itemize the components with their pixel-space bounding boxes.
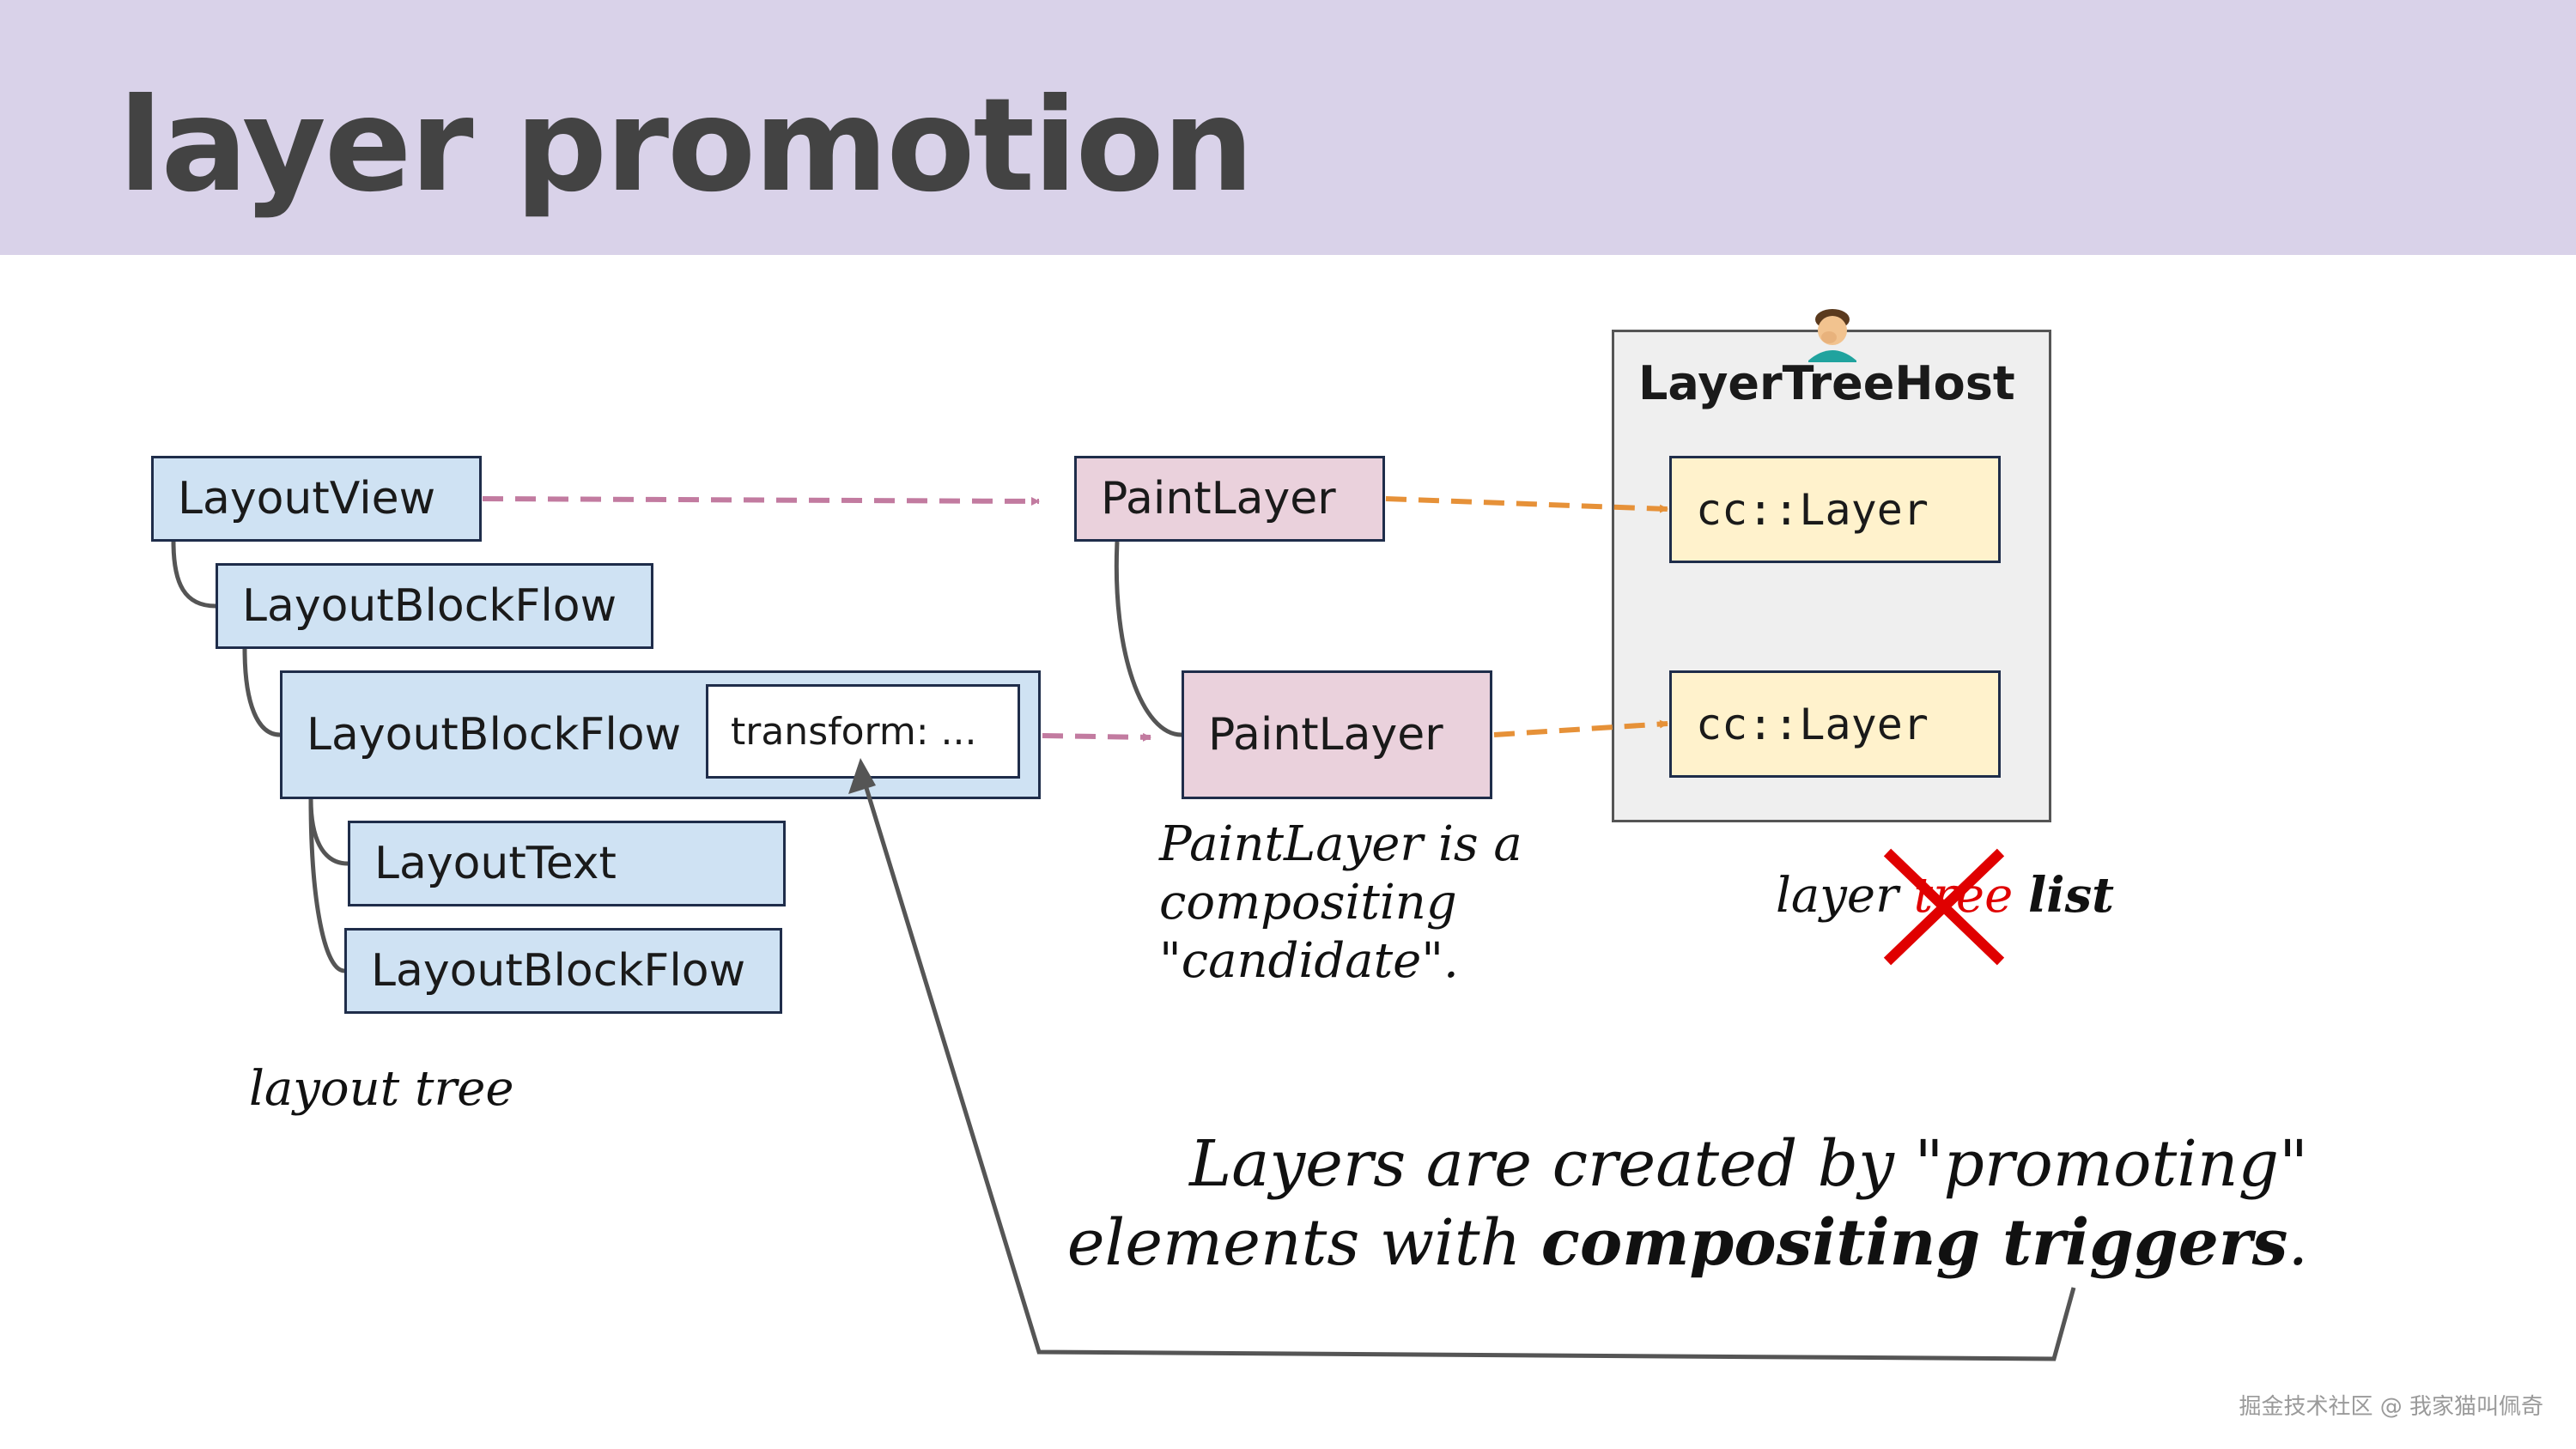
trigger-pointer-line [858,767,2076,1361]
pink-arrow-view-to-paint [482,496,1040,506]
layout-text-node: LayoutText [348,821,786,906]
header-band [0,0,2576,255]
tree-edge-blockflow-to-text [308,798,349,866]
layout-view-node: LayoutView [151,456,482,542]
tree-edge-blockflow-to-blockflow [242,648,281,737]
slide-title: layer promotion [118,71,1254,221]
paint-layer-note: PaintLayer is a compositing "candidate". [1159,815,1522,991]
tree-edge-paintlayer [1114,541,1182,737]
layout-block-flow-node-3: LayoutBlockFlow [344,928,782,1014]
paint-layer-note-line-1: PaintLayer is a [1159,816,1522,872]
orange-arrow-paint2-to-cc [1493,719,1668,737]
main-note-line-2: elements with compositing triggers. [1067,1203,2308,1282]
main-note-line-2-prefix: elements with [1066,1206,1541,1280]
paint-layer-note-line-3: "candidate". [1159,933,1459,989]
layout-tree-caption: layout tree [249,1061,514,1117]
main-note: Layers are created by "promoting" elemen… [1067,1125,2308,1282]
layer-list-note: layer tree list [1776,867,2114,924]
layout-block-flow-node-2-label: LayoutBlockFlow [307,709,682,761]
layer-list-word-tree-struck: tree [1913,868,2014,924]
layout-block-flow-node-1: LayoutBlockFlow [216,563,653,649]
layer-list-word-layer: layer [1776,868,1899,924]
tree-edge-blockflow-to-blockflow-2 [308,798,345,973]
layer-tree-host-label: LayerTreeHost [1638,356,2015,410]
paint-layer-2: PaintLayer [1182,670,1492,799]
red-x-icon [1883,848,2005,966]
facepalm-emoji-icon [1808,309,1856,362]
main-note-line-2-suffix: . [2287,1206,2308,1280]
layer-list-word-list: list [2028,867,2114,924]
cc-layer-2: cc::Layer [1669,670,2001,778]
paint-layer-note-line-2: compositing [1159,875,1457,931]
main-note-compositing-triggers: compositing triggers [1540,1206,2288,1280]
tree-edge-view-to-blockflow [171,541,216,609]
trigger-pointer-head [848,758,876,794]
main-note-line-1: Layers are created by "promoting" [1189,1127,2308,1201]
pink-arrow-transform-to-paint [1042,732,1151,742]
cc-layer-1: cc::Layer [1669,456,2001,563]
watermark: 掘金技术社区 @ 我家猫叫佩奇 [2239,1394,2543,1420]
paint-layer-1: PaintLayer [1074,456,1385,542]
orange-arrow-paint1-to-cc [1385,496,1668,513]
